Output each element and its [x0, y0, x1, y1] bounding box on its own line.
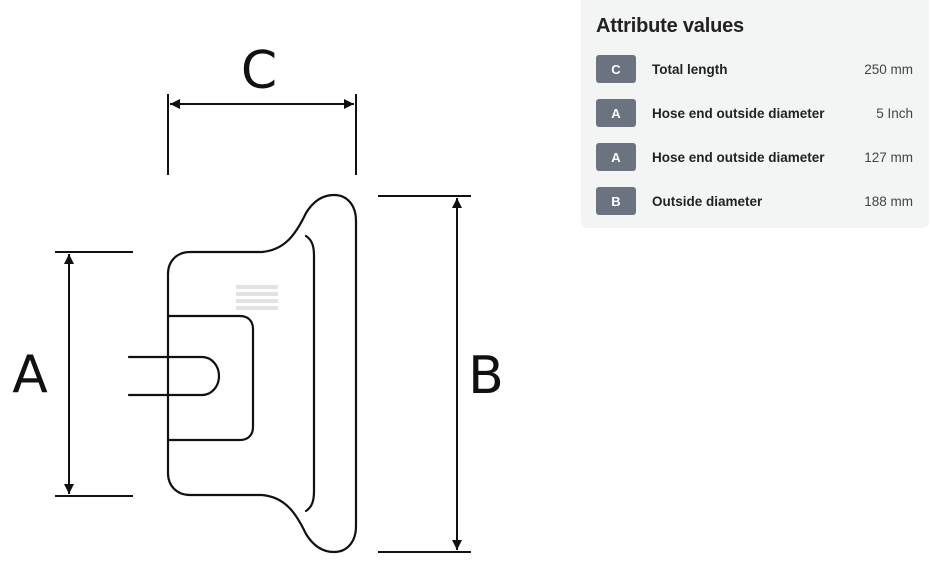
attribute-row: A Hose end outside diameter 127 mm [596, 135, 913, 179]
dim-label-c: C [241, 41, 277, 101]
attribute-value: 188 mm [864, 193, 913, 209]
attribute-code-badge: A [596, 143, 636, 171]
attribute-name: Total length [652, 61, 728, 77]
attribute-value: 250 mm [864, 61, 913, 77]
inner-pocket-outline [167, 314, 255, 442]
fitting-outline [127, 193, 358, 554]
hose-stem-outline [127, 355, 221, 397]
dimension-lines [55, 94, 471, 553]
attribute-code-badge: A [596, 99, 636, 127]
attribute-code-badge: C [596, 55, 636, 83]
attribute-name: Hose end outside diameter [652, 105, 825, 121]
attribute-name: Outside diameter [652, 193, 763, 209]
attribute-value: 5 Inch [876, 105, 913, 121]
attribute-row: B Outside diameter 188 mm [596, 179, 913, 223]
dim-label-a: A [12, 345, 48, 405]
flange-inner-line [304, 234, 316, 513]
dim-label-b: B [468, 346, 504, 406]
fitting-body-outline [166, 193, 358, 554]
panel-title: Attribute values [596, 15, 744, 37]
attribute-values-panel: Attribute values C Total length 250 mm A… [581, 0, 929, 228]
watermark-logo [236, 285, 278, 310]
attribute-row: A Hose end outside diameter 5 Inch [596, 91, 913, 135]
attribute-name: Hose end outside diameter [652, 149, 825, 165]
attribute-row: C Total length 250 mm [596, 47, 913, 91]
attribute-value: 127 mm [864, 149, 913, 165]
attribute-code-badge: B [596, 187, 636, 215]
